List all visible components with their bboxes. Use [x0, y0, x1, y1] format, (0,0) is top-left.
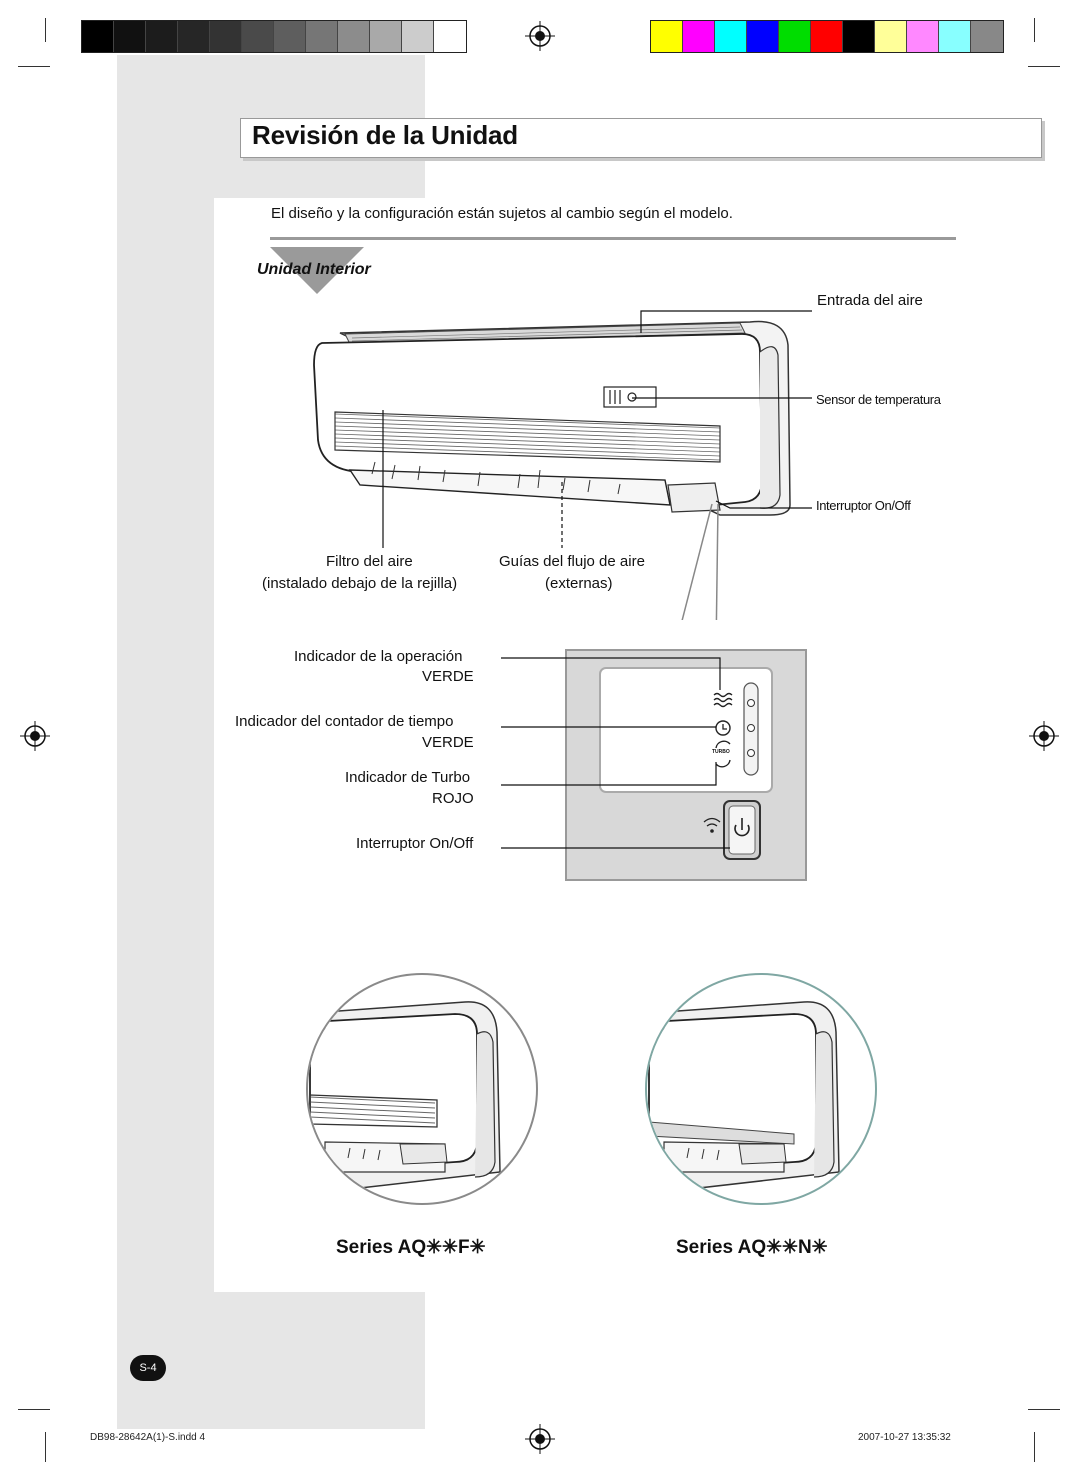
grayscale-swatch [370, 21, 402, 52]
color-swatch [971, 21, 1003, 52]
color-swatch [907, 21, 939, 52]
timer-indicator-label: Indicador del contador de tiempo [235, 713, 454, 730]
series-n-label: Series AQ✳✳N✳ [676, 1237, 828, 1258]
page-number: S-4 [130, 1355, 166, 1381]
registration-mark-icon [20, 721, 50, 751]
color-swatch [747, 21, 779, 52]
grayscale-swatch [82, 21, 114, 52]
grayscale-swatch [242, 21, 274, 52]
process-color-bar [650, 20, 1004, 53]
color-swatch [779, 21, 811, 52]
color-swatch [875, 21, 907, 52]
footer-file: DB98-28642A(1)-S.indd 4 [90, 1432, 206, 1443]
series-f-closeup [306, 973, 538, 1205]
grayscale-swatch [114, 21, 146, 52]
airflow-guides-label: Guías del flujo de aire [499, 553, 645, 570]
divider [270, 237, 956, 240]
footer-timestamp: 2007-10-27 13:35:32 [858, 1432, 951, 1443]
grayscale-swatch [178, 21, 210, 52]
color-swatch [715, 21, 747, 52]
timer-color-label: VERDE [422, 734, 474, 751]
temp-sensor-label: Sensor de temperatura [816, 392, 941, 407]
color-swatch [939, 21, 971, 52]
indoor-unit-illustration [313, 310, 812, 620]
on-off-switch-label: Interruptor On/Off [816, 498, 911, 513]
grayscale-swatch [210, 21, 242, 52]
grayscale-swatch [274, 21, 306, 52]
registration-mark-icon [525, 1424, 555, 1454]
airflow-guides-note: (externas) [545, 575, 613, 592]
section-title: Unidad Interior [257, 261, 371, 278]
color-swatch [651, 21, 683, 52]
operation-indicator-label: Indicador de la operación [294, 648, 463, 665]
air-inlet-label: Entrada del aire [817, 292, 923, 309]
color-swatch [843, 21, 875, 52]
grayscale-swatch [402, 21, 434, 52]
operation-color-label: VERDE [422, 668, 474, 685]
grayscale-swatch [146, 21, 178, 52]
page-title: Revisión de la Unidad [252, 120, 518, 150]
model-note: El diseño y la configuración están sujet… [271, 205, 733, 222]
air-filter-note: (instalado debajo de la rejilla) [262, 575, 458, 592]
registration-mark-icon [1029, 721, 1059, 751]
grayscale-swatch [306, 21, 338, 52]
turbo-icon: TURBO [712, 749, 730, 755]
grayscale-color-bar [81, 20, 467, 53]
display-panel-detail [501, 649, 807, 881]
series-n-closeup [645, 973, 877, 1205]
turbo-color-label: ROJO [432, 790, 474, 807]
air-filter-label: Filtro del aire [326, 553, 413, 570]
color-swatch [811, 21, 843, 52]
grayscale-swatch [434, 21, 466, 52]
turbo-indicator-label: Indicador de Turbo [345, 769, 471, 786]
panel-on-off-switch-label: Interruptor On/Off [356, 835, 474, 852]
grayscale-swatch [338, 21, 370, 52]
color-swatch [683, 21, 715, 52]
title-frame [240, 118, 1042, 158]
section-marker-icon [270, 247, 364, 294]
registration-mark-icon [525, 21, 555, 51]
series-f-label: Series AQ✳✳F✳ [336, 1237, 486, 1258]
